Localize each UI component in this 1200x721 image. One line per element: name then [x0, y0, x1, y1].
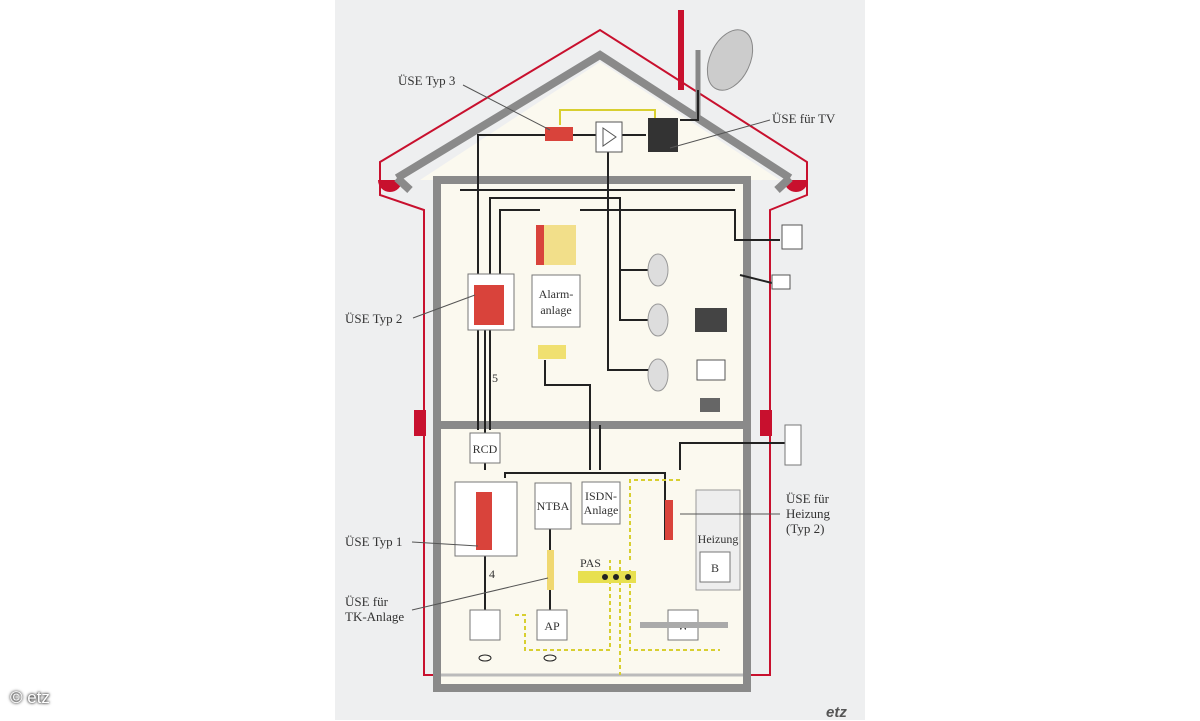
- label-uese-heizung-2: Heizung: [786, 506, 831, 521]
- meter-box: [469, 609, 501, 641]
- lightning-conductor: [379, 28, 808, 676]
- rcd-label: RCD: [473, 442, 498, 456]
- label-uese-tk-2: TK-Anlage: [345, 609, 404, 624]
- isdn-label-1: ISDN-: [585, 489, 617, 503]
- ap-label: AP: [544, 619, 560, 633]
- label-uese-heizung-3: (Typ 2): [786, 521, 824, 536]
- socket-protector-1: [647, 253, 669, 287]
- isdn-box: [581, 481, 621, 525]
- attic: [420, 62, 780, 180]
- line-count-4: 4: [489, 567, 495, 581]
- boiler-box: [699, 551, 731, 583]
- label-uese-typ3: ÜSE Typ 3: [398, 73, 455, 88]
- siren-icon: [781, 224, 803, 250]
- clamp-right: [760, 410, 772, 436]
- amplifier-icon: [602, 127, 617, 147]
- isdn-label-2: Anlage: [584, 503, 619, 517]
- label-uese-tk-1: ÜSE für: [345, 594, 389, 609]
- roof: [394, 50, 793, 182]
- thermostat-icon: [784, 424, 802, 466]
- tk-surge-protector: [547, 550, 554, 590]
- line-count-5: 5: [492, 371, 498, 385]
- socket-protector-3: [647, 358, 669, 392]
- gutter-left: [378, 180, 402, 192]
- alarm-label-2: anlage: [540, 303, 571, 317]
- house-walls: [433, 176, 751, 692]
- alarm-panel: [531, 274, 581, 328]
- phone-icon: [700, 398, 720, 412]
- socket-protector-2: [647, 303, 669, 337]
- alarm-earth-protector: [538, 345, 566, 359]
- boiler-label: B: [711, 561, 719, 575]
- lower-floor: [441, 429, 743, 685]
- tv-icon: [695, 308, 727, 332]
- label-uese-typ1: ÜSE Typ 1: [345, 534, 402, 549]
- uese-typ3-device: [545, 127, 573, 141]
- label-uese-tv: ÜSE für TV: [772, 111, 836, 126]
- label-uese-heizung-1: ÜSE für: [786, 491, 830, 506]
- ntba-box: [534, 482, 572, 530]
- label-uese-typ2: ÜSE Typ 2: [345, 311, 402, 326]
- ntba-label: NTBA: [537, 499, 570, 513]
- pas-label: PAS: [580, 556, 601, 570]
- satellite-dish-icon: [706, 29, 754, 91]
- camera-icon: [771, 274, 791, 290]
- antenna-mast: [678, 10, 684, 90]
- ap-box: [536, 609, 568, 641]
- computer-icon: [696, 359, 726, 381]
- amplifier: [595, 121, 623, 153]
- heating-surge-protector: [665, 500, 673, 540]
- uese-typ1-device: [476, 492, 492, 550]
- copyright-notice: © etz: [10, 688, 50, 707]
- heizung-label: Heizung: [698, 532, 739, 546]
- rcd-box: [469, 432, 501, 464]
- uese-typ2-device: [474, 285, 504, 325]
- etz-logo: etz: [826, 704, 847, 721]
- uese-tv-device: [648, 118, 678, 152]
- alarm-label-1: Alarm-: [539, 287, 574, 301]
- clamp-left: [414, 410, 426, 436]
